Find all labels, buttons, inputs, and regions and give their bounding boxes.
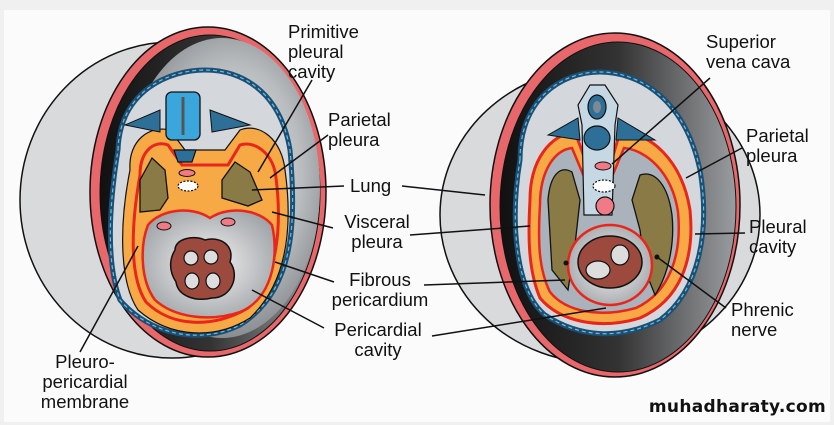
right-cross-section: [439, 32, 761, 378]
label-pleural-cavity: Pleural cavity: [749, 216, 807, 257]
left-heart-chamber: [203, 249, 219, 265]
left-cross-section: [19, 26, 327, 359]
watermark: muhadharaty.com: [648, 397, 826, 417]
right-phrenic-nerve-left: [563, 260, 569, 266]
leader-lung-left: [251, 185, 345, 191]
left-heart: [169, 237, 235, 300]
left-rib-left: [123, 109, 161, 133]
label-parietal-pleura-right: Parietal pleura: [746, 125, 809, 166]
left-lung-right: [221, 161, 263, 207]
label-parietal-pleura-left: Parietal pleura: [328, 109, 391, 150]
label-pleuro-pericardial-membrane: Pleuro- pericardial membrane: [40, 351, 130, 412]
leader-pleuro-pericardial-membrane: [79, 245, 139, 353]
leader-fibrous-pericardium-left: [274, 261, 335, 283]
label-visceral-pleura: Visceral pleura: [344, 211, 410, 252]
right-heart-chamber: [585, 260, 611, 280]
right-neural-canal: [593, 101, 601, 113]
label-superior-vena-cava: Superior vena cava: [706, 31, 791, 72]
left-aorta: [173, 149, 197, 163]
left-heart-chamber: [205, 272, 221, 290]
right-rib-left: [546, 117, 581, 141]
leader-parietal-pleura-left: [269, 134, 329, 179]
leader-primitive-pleural-cavity: [257, 79, 313, 173]
leader-pericardial-cavity-right: [431, 307, 607, 337]
right-heart: [577, 235, 643, 289]
left-cardinal-vein-left: [156, 221, 172, 231]
leader-pleural-cavity: [694, 232, 746, 235]
leader-lung-right: [401, 185, 486, 196]
label-phrenic-nerve: Phrenic nerve: [731, 299, 794, 340]
label-lung: Lung: [350, 175, 392, 196]
left-ectoderm-dash: [109, 69, 294, 336]
leader-fibrous-pericardium-right: [423, 279, 566, 286]
label-primitive-pleural-cavity: Primitive pleural cavity: [288, 21, 359, 82]
right-ectoderm-dash: [514, 71, 705, 335]
left-esophagus: [178, 169, 196, 177]
right-lung-right: [631, 173, 674, 297]
leader-phrenic-nerve: [656, 256, 727, 309]
leader-pericardial-cavity-left: [251, 289, 325, 329]
right-vertebral-body: [583, 125, 611, 151]
left-trachea: [177, 180, 199, 192]
right-esophagus: [594, 161, 612, 171]
right-heart-chamber: [610, 244, 630, 266]
leader-visceral-pleura-right: [409, 225, 531, 236]
left-rib-right: [209, 109, 252, 133]
left-heart-chamber: [183, 250, 199, 266]
label-fibrous-pericardium: Fibrous pericardium: [331, 269, 429, 310]
left-lung-left: [139, 156, 169, 213]
left-cardinal-vein-right: [220, 217, 236, 227]
right-trachea: [592, 179, 616, 193]
leader-visceral-pleura-left: [271, 211, 334, 229]
leader-superior-vena-cava: [611, 77, 711, 165]
label-pericardial-cavity: Pericardial cavity: [334, 319, 422, 360]
right-aorta: [595, 196, 615, 216]
leader-lines: [79, 77, 746, 353]
leader-parietal-pleura-right: [685, 147, 743, 179]
left-heart-chamber: [184, 272, 200, 290]
